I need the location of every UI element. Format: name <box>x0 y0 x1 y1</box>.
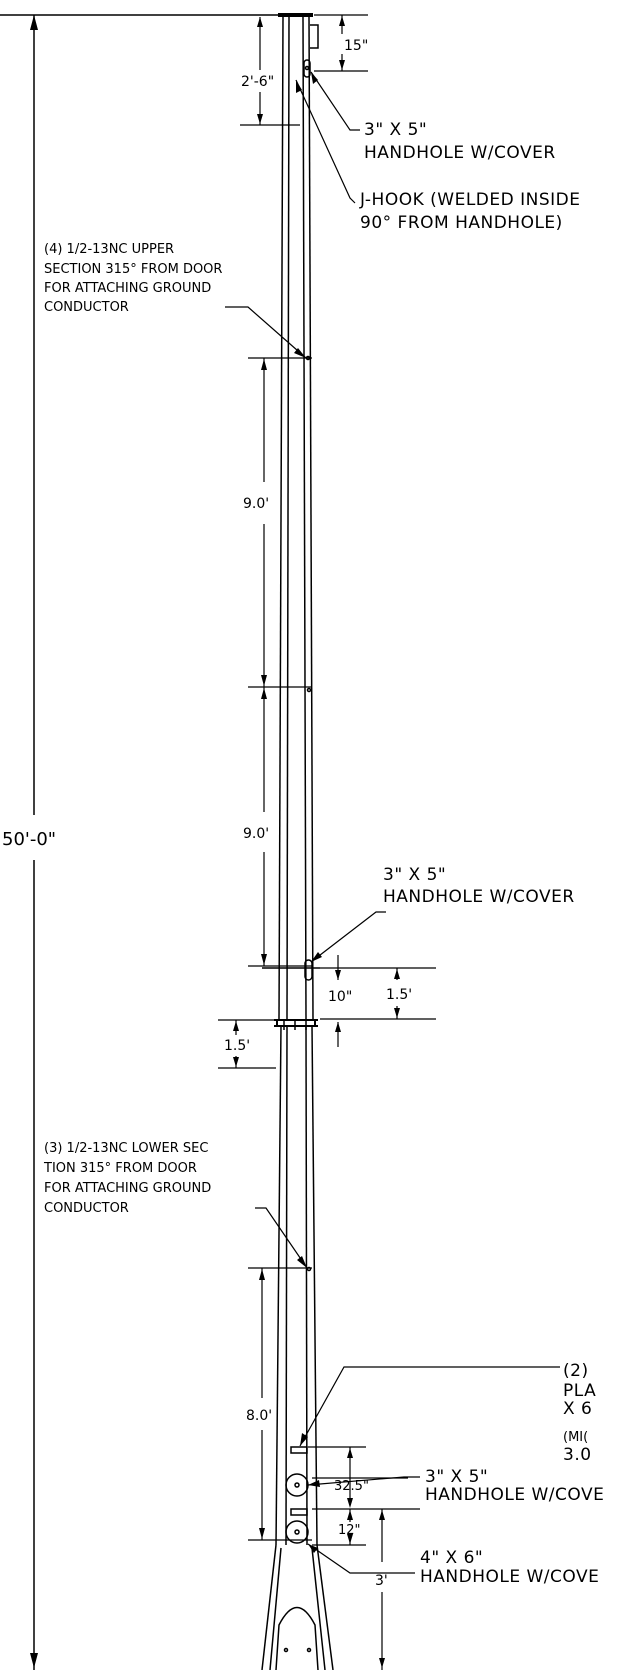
note-plate-line3: X 6 <box>563 1399 592 1419</box>
note-lower-ground-line3: FOR ATTACHING GROUND <box>44 1181 211 1196</box>
dim-lower-8ft-label: 8.0' <box>246 1408 272 1424</box>
callout-lower-3x5-line1: 3" X 5" <box>425 1467 488 1487</box>
callout-mid-handhole-line1: 3" X 5" <box>383 865 446 885</box>
note-lower-ground-line2: TION 315° FROM DOOR <box>43 1161 197 1176</box>
dim-lower-8ft <box>248 1267 312 1541</box>
callout-lower-4x6-line2: HANDHOLE W/COVE <box>420 1567 599 1587</box>
dim-lower-32-5in-label: 32.5" <box>334 1479 369 1494</box>
pole-body <box>261 13 334 1670</box>
dim-top-15in <box>314 14 368 72</box>
leader-lower-4x6-handhole <box>307 1543 415 1574</box>
dim-upper-9ft-b-label: 9.0' <box>243 826 269 842</box>
dim-upper-9ft <box>248 357 312 967</box>
leader-j-hook <box>295 79 356 204</box>
leader-lower-3x5-handhole <box>307 1476 420 1487</box>
overall-height-label: 50'-0" <box>2 829 56 850</box>
callout-top-handhole-line1: 3" X 5" <box>364 120 427 140</box>
leader-mid-handhole <box>310 911 386 963</box>
mid-handhole <box>304 959 313 981</box>
note-plate-line2: PLA <box>563 1381 596 1401</box>
note-plate-line1: (2) <box>563 1361 589 1381</box>
callout-lower-3x5-line2: HANDHOLE W/COVE <box>425 1485 604 1505</box>
note-lower-ground-line1: (3) 1/2-13NC LOWER SEC <box>44 1141 208 1156</box>
note-upper-ground-line4: CONDUCTOR <box>44 300 129 315</box>
callout-j-hook-line2: 90° FROM HANDHOLE) <box>360 213 563 233</box>
dim-top-2ft6-label: 2'-6" <box>241 74 274 90</box>
dim-lower-32-5in-and-12in <box>308 1446 420 1546</box>
dim-top-2ft6 <box>240 17 300 126</box>
dim-splice-1-5ft-label: 1.5' <box>224 1038 250 1054</box>
dim-base-3ft-label: 3' <box>375 1573 388 1589</box>
leader-top-handhole <box>310 71 360 131</box>
top-handhole-and-hook <box>303 24 319 78</box>
callout-j-hook-line1: J-HOOK (WELDED INSIDE <box>359 190 581 210</box>
overall-height-dimension <box>0 14 282 1670</box>
note-plate-line5: 3.0 <box>563 1445 592 1465</box>
callout-top-handhole-line2: HANDHOLE W/COVER <box>364 143 556 163</box>
dim-base-3ft <box>379 1509 385 1670</box>
note-upper-ground-line1: (4) 1/2-13NC UPPER <box>44 242 174 257</box>
note-plate-line4: (MI( <box>563 1430 588 1445</box>
dim-upper-9ft-a-label: 9.0' <box>243 496 269 512</box>
dim-mid-10in-and-1-5ft <box>320 955 436 1047</box>
dim-splice-1-5ft <box>218 1019 276 1069</box>
dim-top-15in-label: 15" <box>344 38 368 54</box>
leader-plate-note <box>299 1366 560 1447</box>
lower-plates-and-handholes <box>285 1446 309 1544</box>
leader-upper-ground <box>225 306 307 359</box>
callout-lower-4x6-line1: 4" X 6" <box>420 1548 483 1568</box>
callout-mid-handhole-line2: HANDHOLE W/COVER <box>383 887 575 907</box>
note-upper-ground-line2: SECTION 315° FROM DOOR <box>44 262 222 277</box>
note-lower-ground-line4: CONDUCTOR <box>44 1201 129 1216</box>
dim-lower-12in-label: 12" <box>338 1523 361 1538</box>
dim-mid-1-5ft-label: 1.5' <box>386 987 412 1003</box>
leader-lower-ground <box>255 1207 308 1269</box>
dim-mid-10in-label: 10" <box>328 989 352 1005</box>
note-upper-ground-line3: FOR ATTACHING GROUND <box>44 281 211 296</box>
